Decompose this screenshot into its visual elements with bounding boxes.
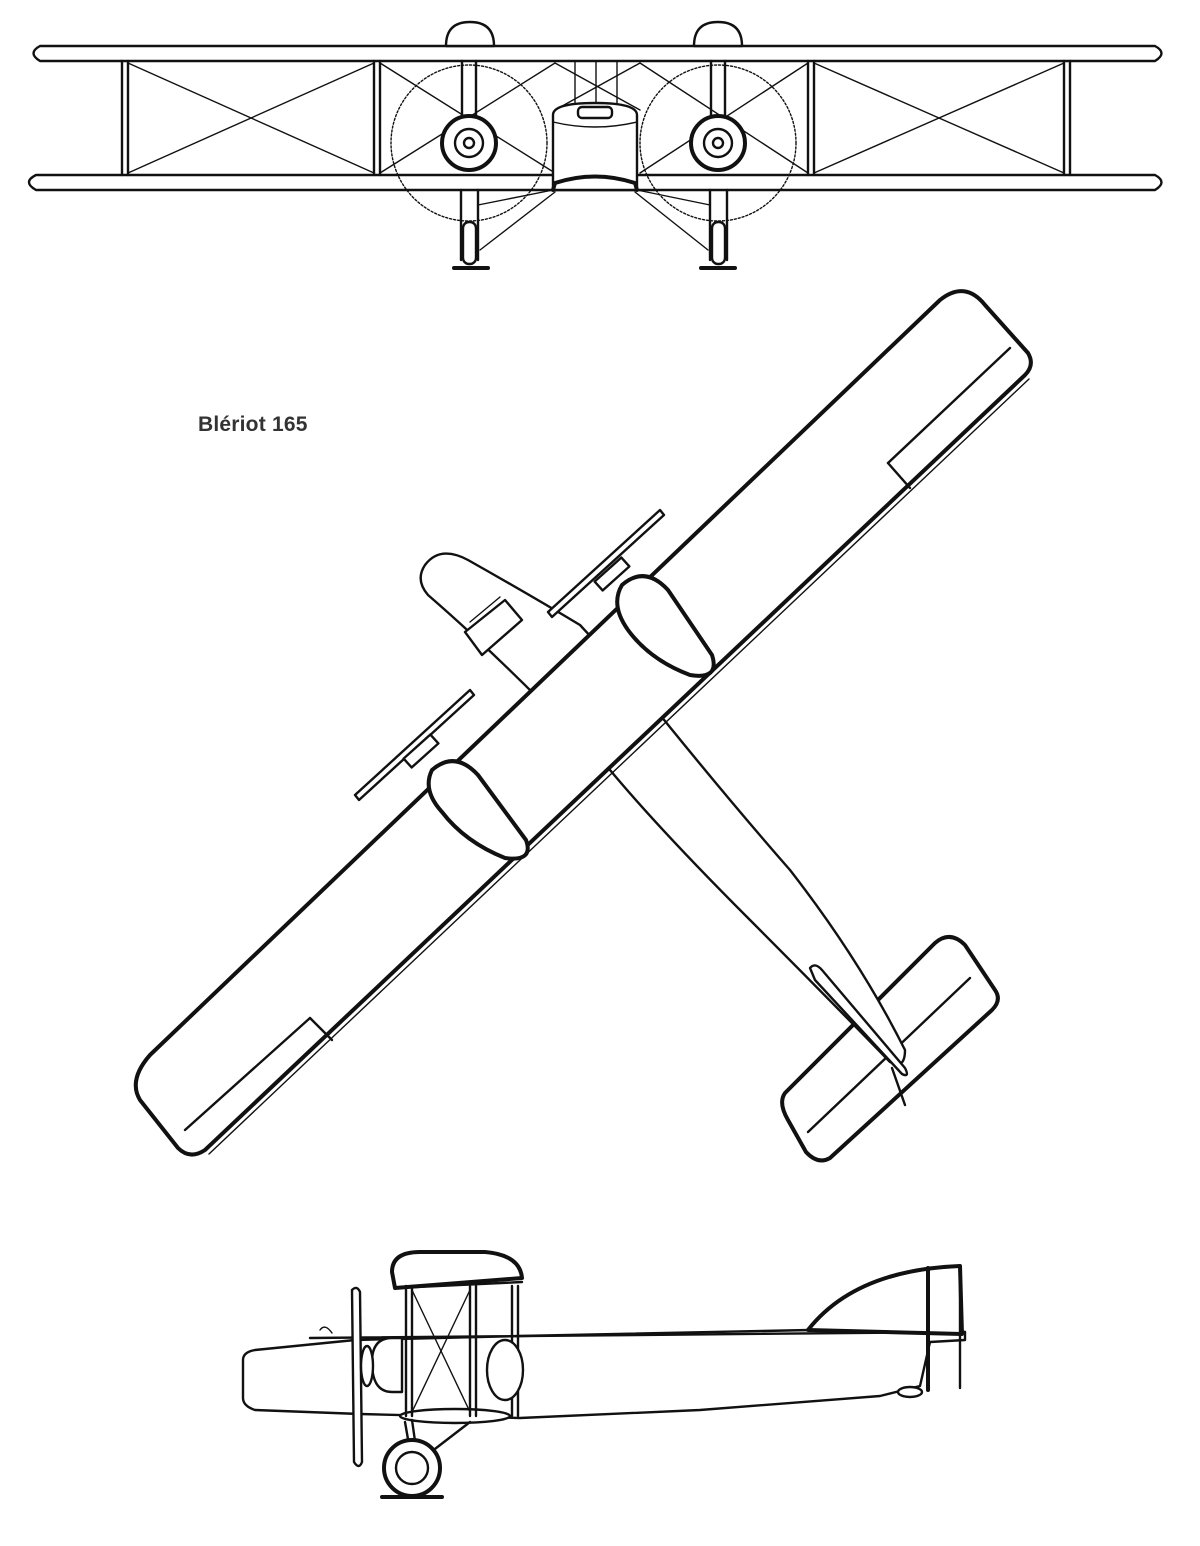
plan-upper-propeller: [546, 508, 666, 619]
front-left-nacelle-top: [444, 20, 496, 48]
front-right-engine: [689, 59, 747, 172]
front-left-engine: [440, 59, 498, 172]
plan-left-aileron: [183, 1016, 312, 1132]
front-right-nacelle-top: [692, 20, 744, 48]
side-interplane-struts: [404, 1284, 520, 1418]
drawing-title: Blériot 165: [198, 413, 308, 436]
side-fin: [806, 1264, 964, 1336]
front-interplane-struts: [120, 59, 1072, 177]
side-fuselage-shape: [241, 1328, 967, 1420]
side-view: [241, 1250, 967, 1499]
side-upper-wing: [390, 1250, 524, 1290]
side-lower-wing: [398, 1407, 512, 1425]
side-landing-gear: [380, 1418, 472, 1499]
front-fuselage: [551, 101, 639, 192]
front-view: [27, 20, 1163, 270]
plan-lower-propeller: [353, 688, 476, 802]
plan-fin: [808, 964, 909, 1077]
plan-view: [133, 289, 1033, 1163]
plan-wing: [133, 289, 1033, 1157]
front-right-landing-gear: [634, 188, 737, 270]
front-left-landing-gear: [452, 188, 556, 270]
plan-right-aileron: [886, 346, 1012, 465]
plan-cockpit: [463, 598, 524, 657]
plan-lower-nacelle: [426, 759, 530, 861]
plan-upper-nacelle: [615, 574, 716, 678]
front-windscreen: [576, 105, 614, 120]
front-upper-wing: [32, 44, 1163, 63]
side-engine: [370, 1336, 404, 1394]
side-propeller: [350, 1286, 364, 1468]
